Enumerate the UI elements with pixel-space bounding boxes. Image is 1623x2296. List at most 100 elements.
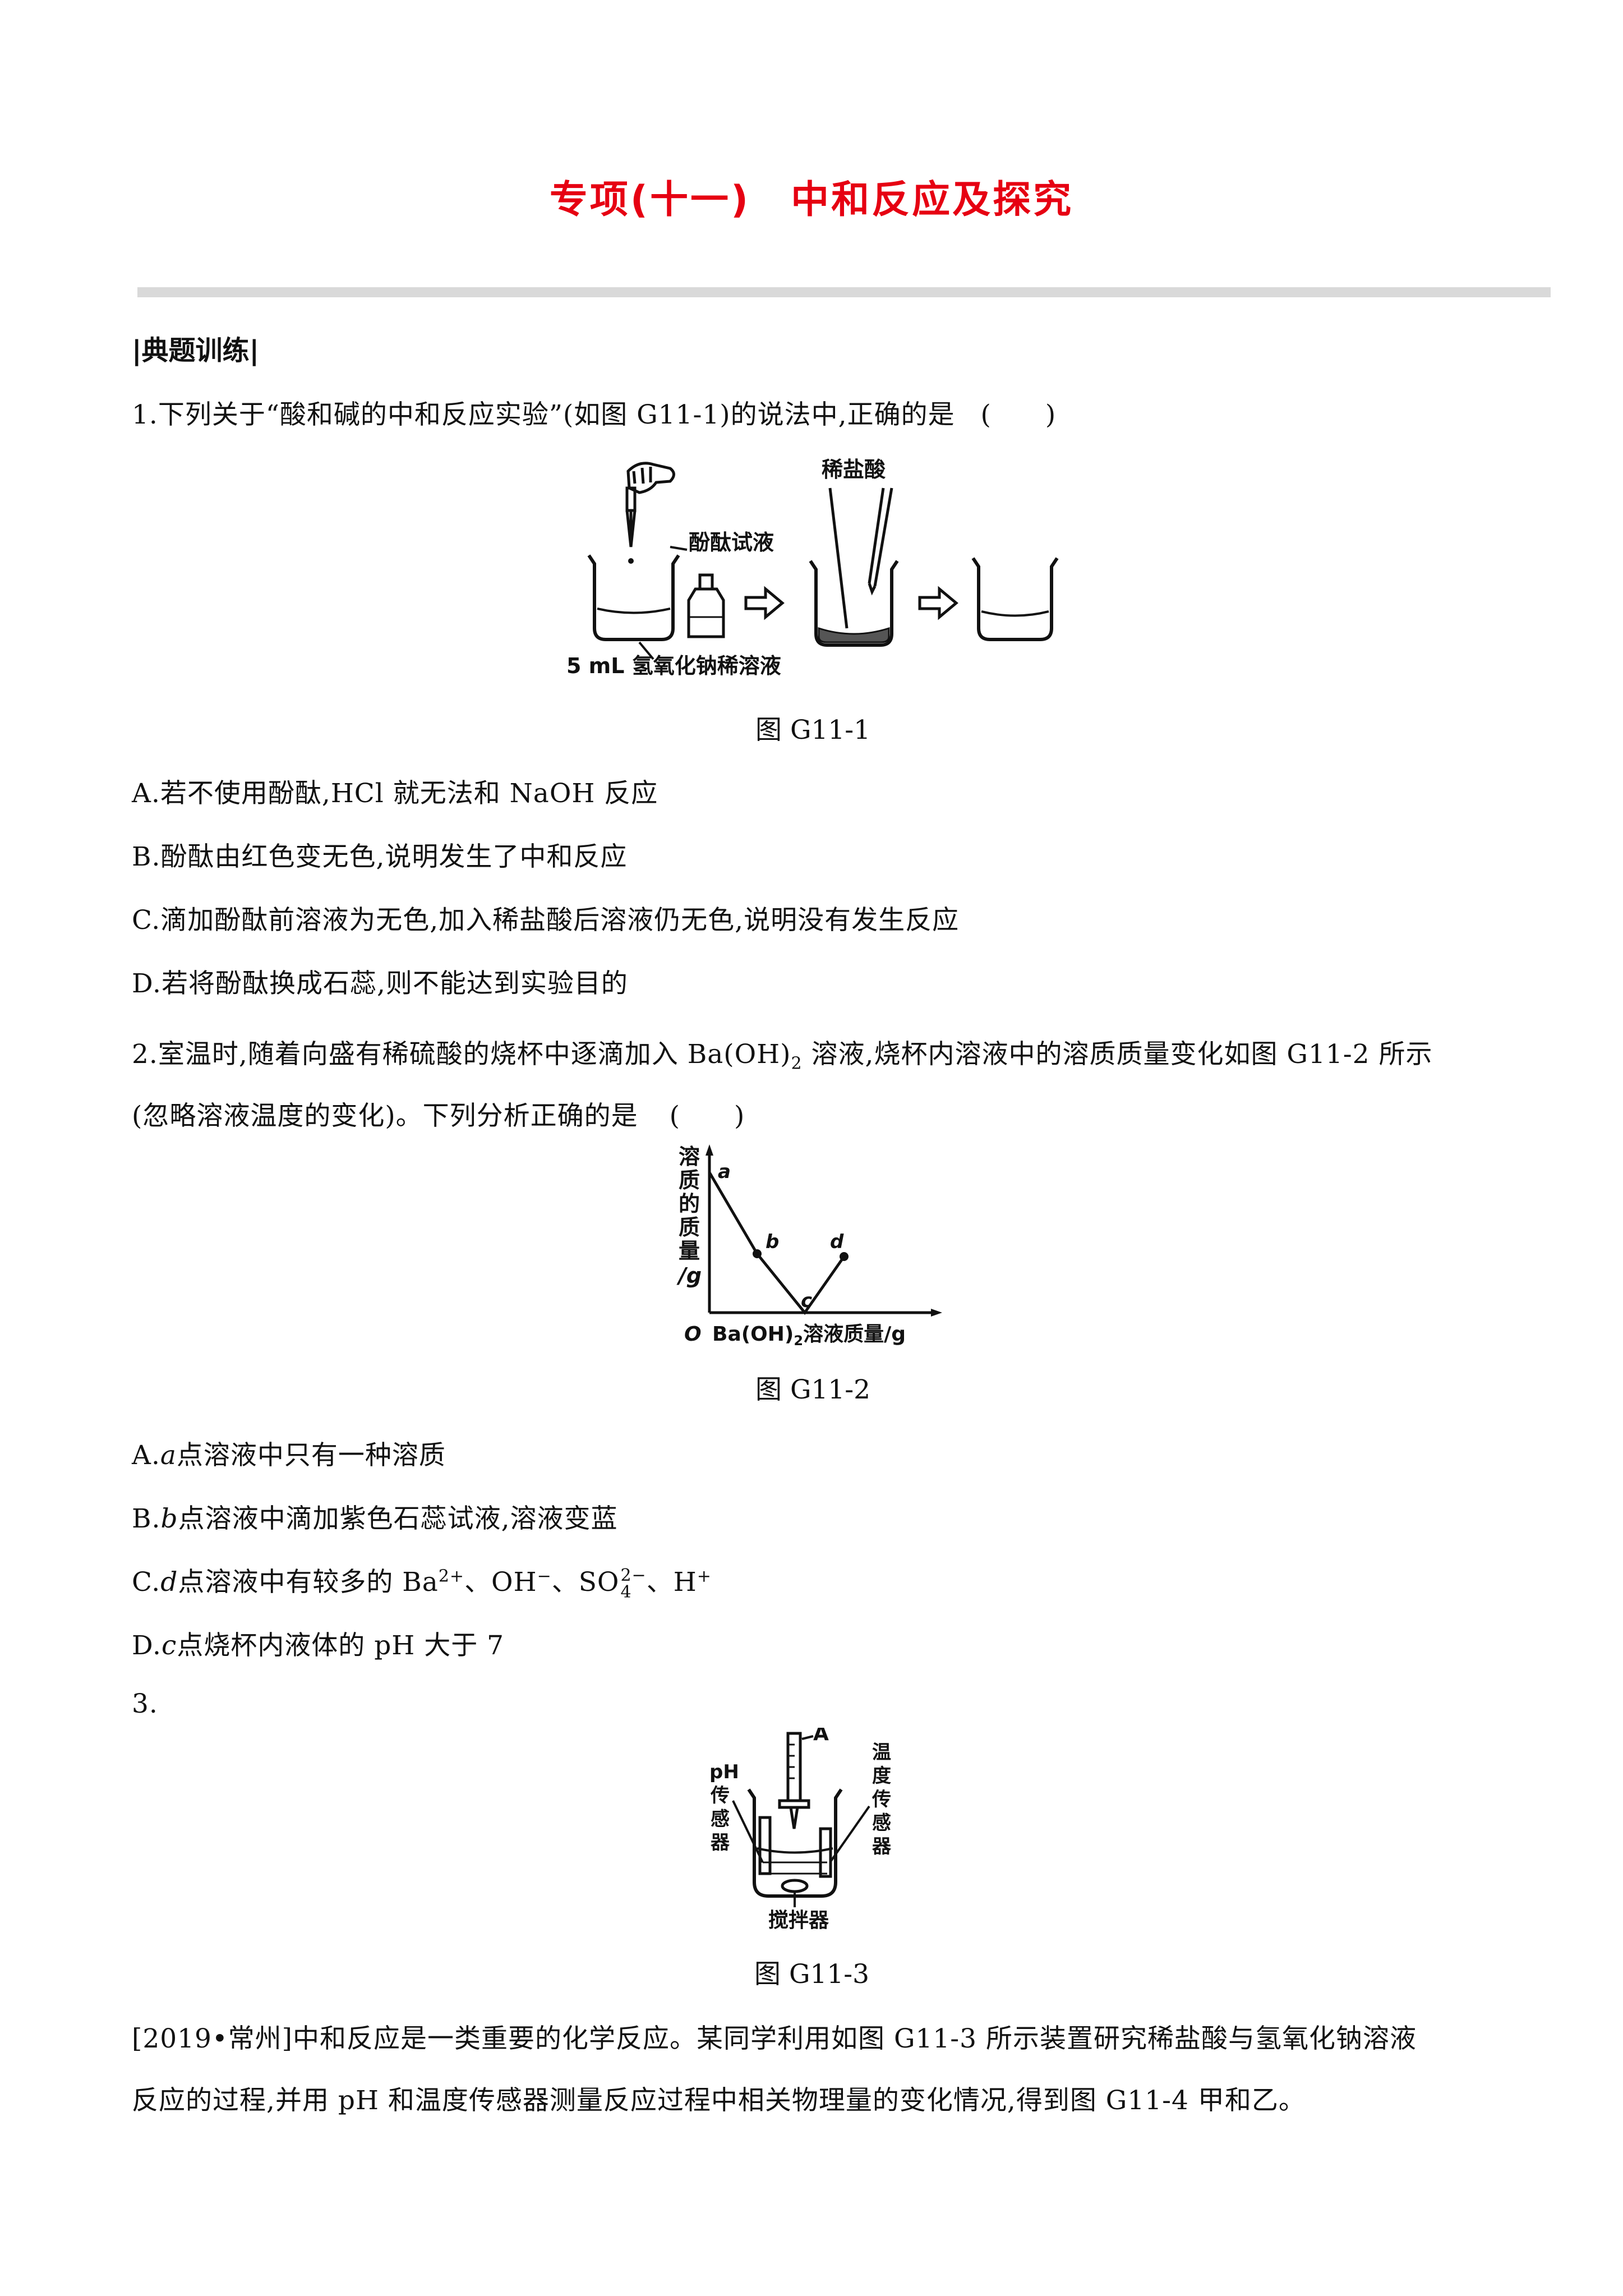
arrow-right-icon — [918, 586, 958, 620]
q2-stem-line-1: 2.室温时,随着向盛有稀硫酸的烧杯中逐滴加入 Ba(OH)2 溶液,烧杯内溶液中… — [132, 1032, 1432, 1073]
stir-bar-icon — [781, 1879, 809, 1893]
chart-point-label-c: c — [801, 1290, 812, 1312]
label-a: A — [813, 1728, 829, 1745]
section-label: |典题训练| — [132, 335, 260, 366]
q1-stem: 1.下列关于“酸和碱的中和反应实验”(如图 G11-1)的说法中,正确的是 ( … — [132, 393, 1056, 431]
chart-ylabel-char: /g — [676, 1263, 702, 1288]
acid-dropper-icon — [868, 487, 893, 596]
q2-stem-line-2: (忽略溶液温度的变化)。下列分析正确的是 ( ) — [132, 1094, 745, 1133]
acid-label: 稀盐酸 — [822, 457, 886, 482]
q2-option-d: D.c点烧杯内液体的 pH 大于 7 — [132, 1623, 504, 1662]
chart-ylabel-char: 溶 — [679, 1144, 700, 1169]
figure-g11-1-drawing: 酚酞试液 稀盐酸 5 mL 氢氧化钠稀溶液 — [566, 457, 1059, 678]
ph-sensor-label-char: 传 — [710, 1784, 730, 1807]
temperature-sensor-leader — [829, 1805, 870, 1864]
chart-point-b — [753, 1249, 762, 1258]
q1-option-d: D.若将酚酞换成石蕊,则不能达到实验目的 — [132, 968, 628, 999]
q3-number: 3. — [132, 1688, 158, 1719]
q2-stem-text-a: 2.室温时,随着向盛有稀硫酸的烧杯中逐滴加入 Ba(OH) — [132, 1039, 791, 1070]
base-label: 5 mL 氢氧化钠稀溶液 — [566, 654, 781, 678]
figure-g11-2-chart: 溶 质 的 质 量 /g a b c d O Ba(OH)2溶液质量/g — [676, 1144, 942, 1349]
chart-origin-label: O — [684, 1323, 702, 1346]
ph-sensor-label-char: 感 — [711, 1808, 730, 1830]
temperature-sensor-probe-icon — [819, 1827, 832, 1878]
temperature-sensor-label-char: 传 — [872, 1788, 891, 1811]
q2-option-a: A.a点溶液中只有一种溶质 — [132, 1433, 446, 1472]
figure-g11-3: A pH 传 感 器 温 度 传 感 器 搅拌器 — [709, 1728, 923, 1930]
q1-stem-text: 1.下列关于“酸和碱的中和反应实验”(如图 G11-1)的说法中,正确的是 — [132, 399, 955, 430]
indicator-bottle-icon — [687, 573, 725, 638]
chart-point-d — [840, 1252, 849, 1261]
option-point-var: b — [160, 1503, 178, 1534]
chart-line-series — [708, 1171, 846, 1315]
option-text: 点烧杯内液体的 pH 大于 7 — [177, 1630, 505, 1661]
arrow-right-icon — [744, 586, 785, 620]
ion-text: 、SO — [551, 1567, 620, 1598]
ion-text: 、H — [646, 1567, 697, 1598]
beaker-1-icon — [587, 554, 680, 641]
droplet-icon — [628, 558, 634, 564]
ph-sensor-label: pH 传 感 器 — [709, 1761, 739, 1854]
chart-x-axis-arrow — [931, 1309, 942, 1317]
sulfate-scripts: 2−4 — [620, 1567, 646, 1601]
chart-point-labels: a b c d — [718, 1161, 844, 1312]
indicator-label: 酚酞试液 — [689, 530, 774, 555]
chart-y-axis-arrow — [706, 1144, 713, 1156]
chart-point-label-d: d — [830, 1231, 844, 1253]
option-prefix: B. — [132, 1503, 161, 1534]
ph-sensor-label-char: 器 — [711, 1832, 730, 1854]
title-divider — [137, 287, 1551, 297]
q1-answer-paren: ( ) — [980, 399, 1057, 430]
figure-g11-2: 溶 质 的 质 量 /g a b c d O Ba(OH)2溶液质量/g — [673, 1142, 987, 1366]
temperature-sensor-label-char: 器 — [872, 1835, 892, 1858]
label-a-leader — [801, 1735, 814, 1740]
q1-option-a: A.若不使用酚酞,HCl 就无法和 NaOH 反应 — [132, 778, 658, 809]
temperature-sensor-label-char: 度 — [872, 1765, 891, 1787]
q2-option-b: B.b点溶液中滴加紫色石蕊试液,溶液变蓝 — [132, 1497, 618, 1535]
temperature-sensor-label: 温 度 传 感 器 — [872, 1741, 892, 1858]
option-point-var: a — [160, 1440, 177, 1471]
ion-charge: 2− — [620, 1566, 647, 1585]
option-prefix: C. — [132, 1567, 161, 1598]
figure-g11-1: 酚酞试液 稀盐酸 5 mL 氢氧化钠稀溶液 — [555, 449, 1082, 684]
figure-g11-2-caption: 图 G11-2 — [755, 1374, 871, 1405]
glass-rod-icon — [828, 487, 849, 629]
hand-dropper-icon — [625, 462, 675, 547]
figure-g11-1-caption: 图 G11-1 — [755, 715, 871, 746]
figure-g11-3-drawing: A pH 传 感 器 温 度 传 感 器 搅拌器 — [709, 1728, 892, 1930]
option-prefix: D. — [132, 1630, 162, 1661]
q1-option-b: B.酚酞由红色变无色,说明发生了中和反应 — [132, 841, 628, 872]
base-leader-line — [638, 641, 654, 660]
burette-icon — [778, 1732, 810, 1829]
ion-charge: − — [537, 1566, 552, 1586]
q2-stem-text-b: 溶液,烧杯内溶液中的溶质质量变化如图 G11-2 所示 — [802, 1039, 1433, 1070]
ion-text: 、OH — [464, 1567, 537, 1598]
temperature-sensor-label-char: 温 — [872, 1741, 891, 1764]
option-point-var: c — [161, 1630, 177, 1661]
ion-charge: + — [697, 1566, 712, 1586]
temperature-sensor-label-char: 感 — [872, 1812, 891, 1834]
ph-sensor-leader — [732, 1800, 764, 1863]
option-prefix: A. — [132, 1440, 160, 1471]
beaker-3-icon — [971, 557, 1059, 641]
q2-stem-text-c: (忽略溶液温度的变化)。下列分析正确的是 — [132, 1101, 638, 1131]
figure-g11-3-caption: 图 G11-3 — [754, 1959, 870, 1990]
chart-xlabel-sub: 2 — [794, 1333, 803, 1349]
chart-ylabel-char: 质 — [679, 1168, 700, 1193]
option-text: 点溶液中只有一种溶质 — [176, 1440, 446, 1471]
indicator-leader-line — [670, 546, 688, 551]
q2-stem-subscript: 2 — [791, 1053, 803, 1074]
chart-ylabel-char: 量 — [679, 1239, 700, 1263]
option-text: 点溶液中滴加紫色石蕊试液,溶液变蓝 — [178, 1503, 618, 1534]
option-point-var: d — [160, 1567, 178, 1598]
chart-point-label-b: b — [766, 1231, 779, 1253]
q3-paragraph-line-1: [2019•常州]中和反应是一类重要的化学反应。某同学利用如图 G11-3 所示… — [132, 2023, 1417, 2054]
q1-option-c: C.滴加酚酞前溶液为无色,加入稀盐酸后溶液仍无色,说明没有发生反应 — [132, 905, 960, 936]
chart-xlabel-b: 溶液质量/g — [803, 1323, 906, 1346]
ion-charge: 2+ — [438, 1566, 465, 1586]
chart-ylabel-char: 的 — [679, 1191, 700, 1216]
beaker-2-icon — [809, 560, 899, 647]
chart-ylabel: 溶 质 的 质 量 /g — [676, 1144, 702, 1288]
chart-xlabel-a: Ba(OH) — [712, 1323, 794, 1346]
